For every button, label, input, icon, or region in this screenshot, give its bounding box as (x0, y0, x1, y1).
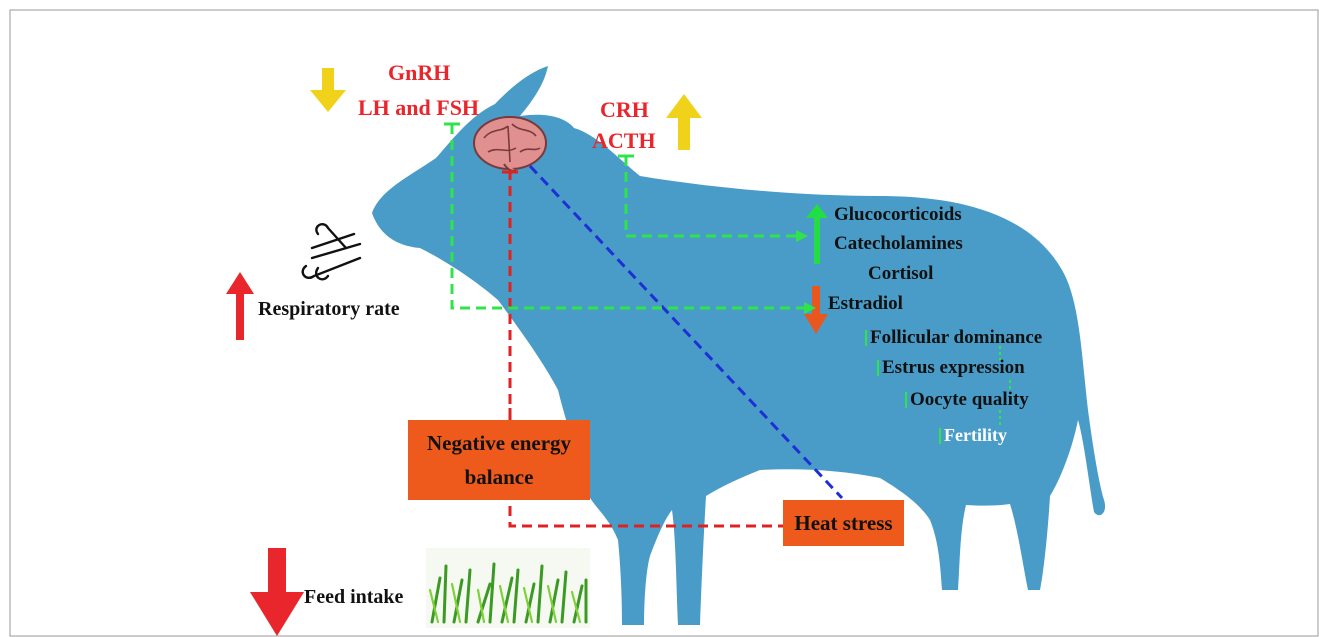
arrow-up-respiratory (226, 272, 254, 340)
acth-label: ACTH (592, 128, 656, 154)
crh-label: CRH (600, 97, 649, 123)
cortisol-label: Cortisol (868, 263, 933, 285)
arrow-up-crh (666, 94, 702, 150)
oocyte-quality-label: Oocyte quality (910, 389, 1029, 411)
arrow-down-feed (250, 548, 304, 636)
follicular-dominance-label: Follicular dominance (870, 327, 1042, 349)
feed-intake-label: Feed intake (304, 586, 403, 609)
estradiol-label: Estradiol (828, 293, 903, 315)
brain-icon (474, 117, 546, 171)
respiratory-rate-label: Respiratory rate (258, 298, 400, 321)
catecholamines-label: Catecholamines (834, 233, 963, 255)
estrus-expression-label: Estrus expression (882, 357, 1025, 379)
negative-energy-balance-box: Negative energy balance (408, 420, 590, 500)
lh-fsh-label: LH and FSH (358, 95, 479, 121)
negative-energy-line2: balance (427, 460, 571, 494)
glucocorticoids-label: Glucocorticoids (834, 204, 962, 226)
arrow-down-gnrh (310, 68, 346, 112)
fertility-label: Fertility (944, 425, 1007, 446)
grass-icon (426, 548, 590, 628)
wind-icon (303, 224, 360, 279)
heat-stress-box: Heat stress (783, 500, 904, 546)
heat-stress-label: Heat stress (794, 506, 892, 540)
negative-energy-line1: Negative energy (427, 426, 571, 460)
gnrh-label: GnRH (388, 60, 450, 86)
